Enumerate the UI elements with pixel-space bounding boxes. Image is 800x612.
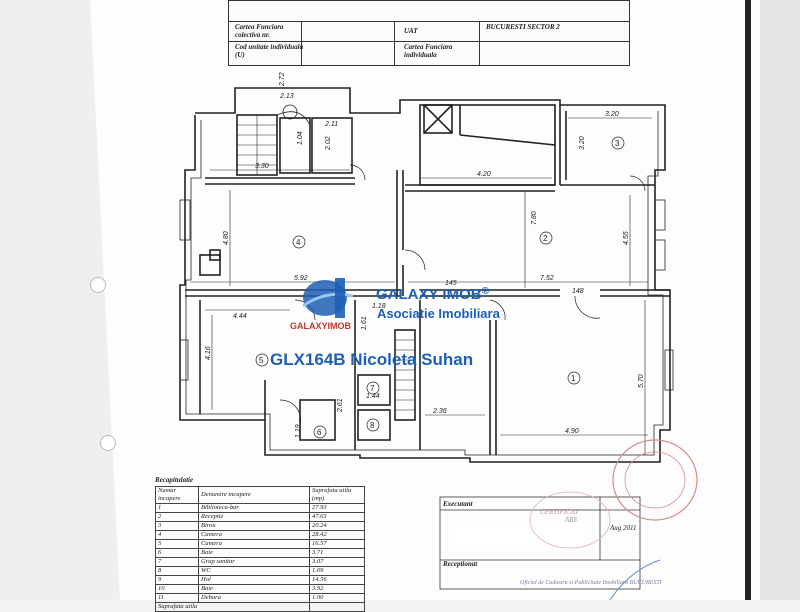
room-number-6: 6 xyxy=(317,428,322,437)
watermark-sub: Asociatie Imobiliara xyxy=(377,306,500,321)
executant-label: Executant xyxy=(442,500,474,508)
recap-header-row: Numar incapere Denumire incapere Suprafa… xyxy=(155,486,365,504)
header-uat-value: BUCURESTI SECTOR 2 xyxy=(486,23,560,31)
dim-2.72: 2.72 xyxy=(279,72,286,87)
dim-4.90: 4.90 xyxy=(565,428,579,435)
dim-3.20-vertical: 3.20 xyxy=(579,136,586,150)
dim-5.70: 5.70 xyxy=(638,374,645,388)
dim-2.11: 2.11 xyxy=(324,121,338,128)
signature xyxy=(609,559,661,600)
dim-2.61: 2.61 xyxy=(337,398,344,413)
room-number-3: 3 xyxy=(615,139,620,148)
watermark-brand-text: GALAXY IMOB xyxy=(376,286,482,303)
total-label: Suprafata utila xyxy=(155,602,310,612)
recap-grid: Numar incapere Denumire incapere Suprafa… xyxy=(155,486,365,612)
header-table: Cartea Funciara colectiva nr. UAT BUCURE… xyxy=(228,0,630,66)
certificate-stamp xyxy=(529,491,611,549)
dim-2.02: 2.02 xyxy=(325,136,332,151)
punch-hole-bottom xyxy=(100,435,116,451)
dim-4.55: 4.55 xyxy=(623,231,630,245)
room-number-8: 8 xyxy=(370,421,375,430)
dim-1.04: 1.04 xyxy=(297,131,304,145)
room-number-2: 2 xyxy=(543,234,548,243)
receptionat-label: Receptionat xyxy=(442,560,478,568)
header-cf-individuala: Cartea Funciara individuala xyxy=(404,43,453,59)
stamp-text: Oficiul de Cadastru si Publicitate Imobi… xyxy=(520,579,663,586)
table-total-row: Suprafata utila xyxy=(155,602,365,612)
dim-3.20-top: 3.20 xyxy=(605,111,619,118)
header-uat: UAT xyxy=(404,27,418,35)
dim-1.44: 1.44 xyxy=(366,393,380,400)
dim-4.16: 4.16 xyxy=(205,346,212,360)
dim-4.80: 4.80 xyxy=(223,231,230,245)
room-number-7: 7 xyxy=(370,384,375,393)
watermark-brand: GALAXY IMOB® xyxy=(376,286,489,303)
certificate-label: CERTIFICAT xyxy=(540,508,580,516)
dim-2.13: 2.13 xyxy=(279,93,294,100)
dim-1.61: 1.61 xyxy=(361,316,368,330)
room-number-5: 5 xyxy=(259,356,264,365)
watermark-listing-code: GLX164B Nicoleta Suhan xyxy=(270,350,474,369)
official-stamp xyxy=(612,439,698,521)
header-cf-colectiva: Cartea Funciara colectiva nr. xyxy=(235,23,284,39)
recap-title: Recapitulatie xyxy=(155,476,194,484)
dim-148: 148 xyxy=(572,288,584,295)
punch-hole-top xyxy=(90,277,106,293)
scan-fragment: ARE xyxy=(564,516,579,524)
dim-5.92: 5.92 xyxy=(294,275,308,282)
recap-table: Recapitulatie Numar incapere Denumire in… xyxy=(155,476,365,612)
receipt-date: Aug 2011 xyxy=(609,524,637,532)
room-number-1: 1 xyxy=(571,374,576,383)
dim-145: 145 xyxy=(445,280,457,287)
galaxy-imob-logo-mark xyxy=(302,278,354,318)
dim-3.30: 3.30 xyxy=(255,163,269,170)
dim-7.80: 7.80 xyxy=(531,211,538,225)
dim-2.36: 2.36 xyxy=(432,408,447,415)
dim-1.19: 1.19 xyxy=(295,424,302,438)
dim-4.44: 4.44 xyxy=(233,313,247,320)
total-value xyxy=(309,602,365,612)
registered-mark: ® xyxy=(481,286,489,297)
header-cod-unitate: Cod unitate individuala (U) xyxy=(235,43,304,59)
room-number-4: 4 xyxy=(296,238,301,247)
watermark-small-brand: GALAXYIMOB xyxy=(290,321,352,331)
dim-1.18: 1.18 xyxy=(372,303,386,310)
dim-7.52: 7.52 xyxy=(540,275,554,282)
dim-4.20: 4.20 xyxy=(477,171,491,178)
